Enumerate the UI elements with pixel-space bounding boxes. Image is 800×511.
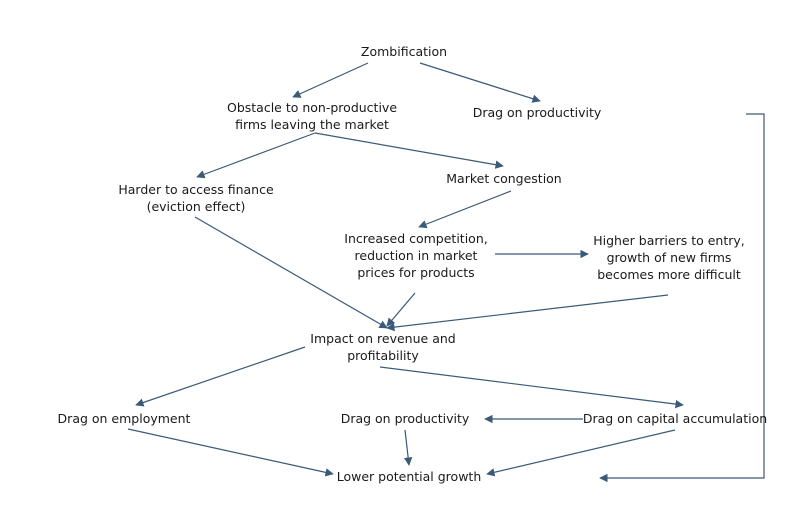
arrow-competition-to-impact: [386, 292, 416, 327]
node-drag-productivity-bottom-line-1: Drag on productivity: [340, 411, 470, 426]
node-increased-competition: Increased competition, reduction in mark…: [344, 230, 487, 281]
node-competition-line-1: Increased competition,: [344, 231, 488, 246]
node-impact-line-2: profitability: [347, 348, 419, 363]
node-competition-line-3: prices for products: [357, 265, 475, 280]
node-harder-finance-line-2: (eviction effect): [146, 199, 246, 214]
node-drag-productivity-top-line-1: Drag on productivity: [472, 105, 602, 120]
arrow-impact-to-capital: [379, 366, 684, 409]
arrow-obstacle-to-harder-finance: [196, 132, 316, 179]
node-lower-growth-line-1: Lower potential growth: [336, 469, 482, 484]
arrow-impact-to-employment: [135, 346, 306, 407]
arrow-employment-to-lower-growth: [127, 428, 334, 477]
node-barriers-line-3: becomes more difficult: [597, 267, 741, 282]
arrow-obstacle-to-market-congestion: [314, 132, 504, 169]
arrow-market-congestion-to-competition: [418, 190, 512, 229]
node-drag-employment-line-1: Drag on employment: [57, 411, 191, 426]
node-zombification-line-1: Zombification: [360, 44, 448, 59]
node-impact-line-1: Impact on revenue and: [310, 331, 456, 346]
arrow-barriers-to-impact: [386, 294, 669, 332]
node-harder-to-access-finance: Harder to access finance (eviction effec…: [118, 181, 273, 215]
arrow-zombification-to-drag-productivity: [419, 62, 541, 103]
node-lower-potential-growth: Lower potential growth: [337, 468, 482, 485]
arrow-zombification-to-obstacle: [292, 62, 369, 98]
node-drag-capital-line-1: Drag on capital accumulation: [582, 411, 768, 426]
arrow-drag-productivity-loop-to-lower-growth: [599, 113, 765, 483]
node-drag-on-employment: Drag on employment: [58, 410, 191, 427]
node-impact-on-revenue: Impact on revenue and profitability: [310, 330, 455, 364]
node-obstacle-line-2: firms leaving the market: [235, 117, 389, 132]
node-drag-on-capital-accumulation: Drag on capital accumulation: [583, 410, 767, 427]
node-market-congestion: Market congestion: [446, 170, 561, 187]
node-drag-on-productivity-top: Drag on productivity: [473, 104, 602, 121]
node-market-congestion-line-1: Market congestion: [446, 171, 562, 186]
arrow-capital-to-lower-growth: [486, 429, 676, 477]
arrow-finance-to-impact: [194, 216, 388, 329]
node-zombification: Zombification: [361, 43, 447, 60]
node-drag-on-productivity-bottom: Drag on productivity: [341, 410, 470, 427]
arrow-drag-productivity-to-lower-growth: [403, 429, 413, 466]
node-harder-finance-line-1: Harder to access finance: [118, 182, 274, 197]
node-barriers-line-2: growth of new firms: [606, 250, 732, 265]
node-higher-barriers-to-entry: Higher barriers to entry, growth of new …: [593, 232, 745, 283]
node-competition-line-2: reduction in market: [354, 248, 478, 263]
node-obstacle-line-1: Obstacle to non-productive: [226, 100, 398, 115]
node-barriers-line-1: Higher barriers to entry,: [593, 233, 745, 248]
node-obstacle-to-exit: Obstacle to non-productive firms leaving…: [227, 99, 397, 133]
